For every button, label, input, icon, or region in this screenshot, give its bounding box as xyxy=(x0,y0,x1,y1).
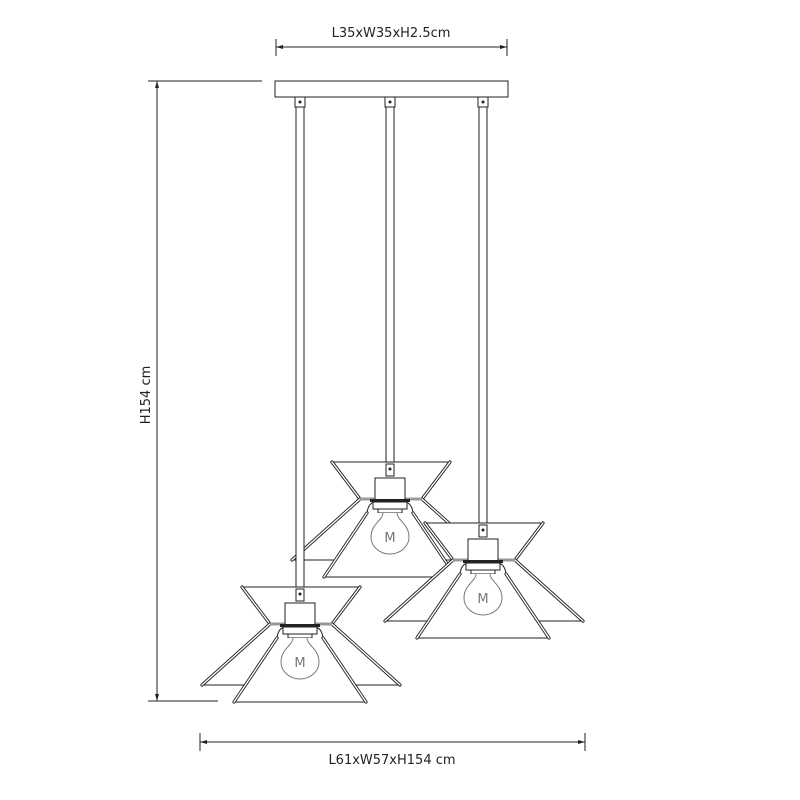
pendant-lamp-1: M xyxy=(200,96,402,704)
height-dimension-label: H154 cm xyxy=(139,366,154,425)
socket-base xyxy=(470,569,496,575)
socket-ring xyxy=(280,624,320,627)
shade-rib-inner xyxy=(416,573,461,639)
shade-rib-inner xyxy=(201,623,271,686)
arrow-icon xyxy=(276,45,283,49)
pendant-lamps: M M M xyxy=(200,96,585,704)
canopy-dimension-label: L35xW35xH2.5cm xyxy=(332,26,451,41)
shade-rib-inner xyxy=(505,573,550,639)
screw-icon xyxy=(481,528,485,532)
socket-collar xyxy=(372,501,408,510)
shade-rib-inner xyxy=(323,512,368,578)
socket-base xyxy=(287,633,313,639)
bulb-filament: M xyxy=(294,656,305,671)
arrow-icon xyxy=(500,45,507,49)
lamp-socket xyxy=(284,602,316,626)
overall-dimension-label: L61xW57xH154 cm xyxy=(328,753,455,768)
screw-icon xyxy=(298,592,302,596)
shade-rib-inner xyxy=(331,623,401,686)
socket-base xyxy=(377,508,403,514)
suspension-rod xyxy=(385,96,395,466)
arrow-icon xyxy=(155,694,159,701)
socket-collar xyxy=(465,562,501,571)
screw-icon xyxy=(388,100,392,104)
light-bulb-icon xyxy=(370,512,410,555)
lamp-socket xyxy=(374,477,406,501)
overall-dimension: L61xW57xH154 cm xyxy=(199,733,586,768)
suspension-rod xyxy=(478,96,488,527)
arrow-icon xyxy=(155,81,159,88)
shade-rib-inner xyxy=(421,461,451,500)
arrow-icon xyxy=(200,740,207,744)
arrow-icon xyxy=(578,740,585,744)
bulb-filament: M xyxy=(477,592,488,607)
shade-rib-inner xyxy=(424,522,454,561)
shade-rib-inner xyxy=(514,522,544,561)
shade-rib-inner xyxy=(384,559,454,622)
lamp-socket xyxy=(467,538,499,562)
height-dimension: H154 cm xyxy=(139,80,262,702)
shade-rib-inner xyxy=(233,637,278,703)
socket-ring xyxy=(463,560,503,563)
light-bulb-icon xyxy=(463,573,503,616)
pendant-lamp-3: M xyxy=(383,96,585,640)
shade-rib-inner xyxy=(241,586,271,625)
shade-rib-inner xyxy=(331,586,361,625)
socket-collar xyxy=(282,626,318,635)
screw-icon xyxy=(481,100,485,104)
screw-icon xyxy=(298,100,302,104)
canopy-dimension: L35xW35xH2.5cm xyxy=(275,26,508,56)
shade-rib-inner xyxy=(322,637,367,703)
suspension-rod xyxy=(295,96,305,591)
socket-ring xyxy=(370,499,410,502)
shade-rib-inner xyxy=(331,461,361,500)
screw-icon xyxy=(388,467,392,471)
light-bulb-icon xyxy=(280,637,320,680)
shade-rib-inner xyxy=(514,559,584,622)
ceiling-canopy xyxy=(274,80,509,98)
bulb-filament: M xyxy=(384,531,395,546)
pendant-lamp-2: M xyxy=(290,96,492,579)
